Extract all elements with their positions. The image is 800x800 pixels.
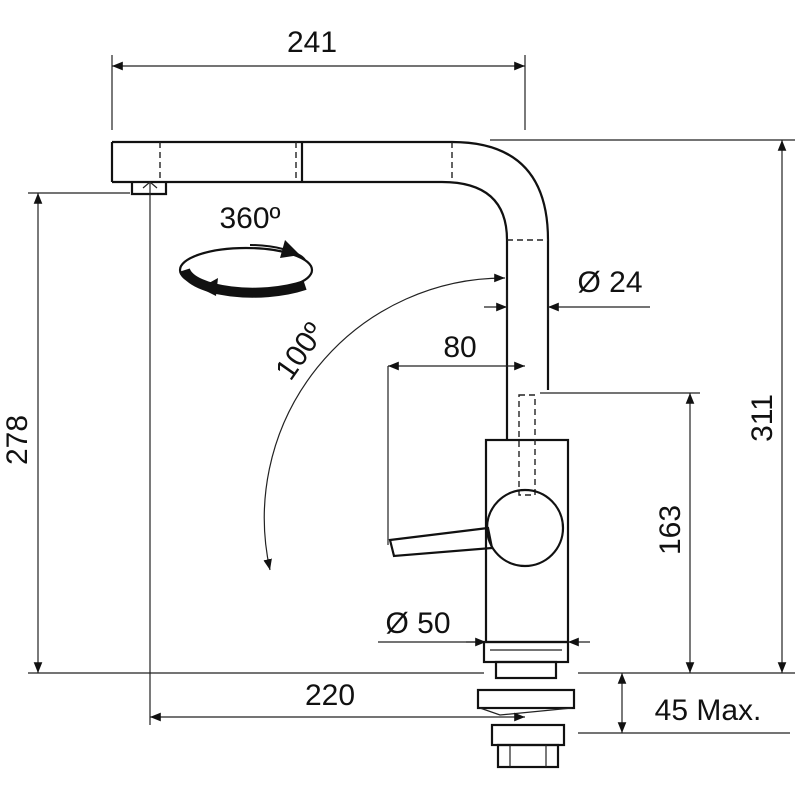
- rotation-icon: [178, 240, 314, 298]
- dim-height-spout-clearance: 278: [1, 415, 34, 465]
- lever-swing-arc: [263, 273, 506, 571]
- dim-rotation: 360º: [219, 202, 280, 235]
- dim-diameter-spout: Ø 24: [577, 266, 642, 299]
- dim-reach: 220: [305, 679, 355, 712]
- dim-height-total: 311: [746, 394, 779, 442]
- dim-mount-thickness: 45 Max.: [655, 694, 762, 727]
- dimension-lines: [28, 55, 795, 734]
- dim-lever-offset: 80: [443, 331, 476, 364]
- dim-width-top: 241: [287, 26, 337, 59]
- dim-diameter-base: Ø 50: [385, 607, 450, 640]
- dim-lever-angle: 100º: [269, 317, 331, 386]
- dim-height-lever: 163: [654, 505, 687, 555]
